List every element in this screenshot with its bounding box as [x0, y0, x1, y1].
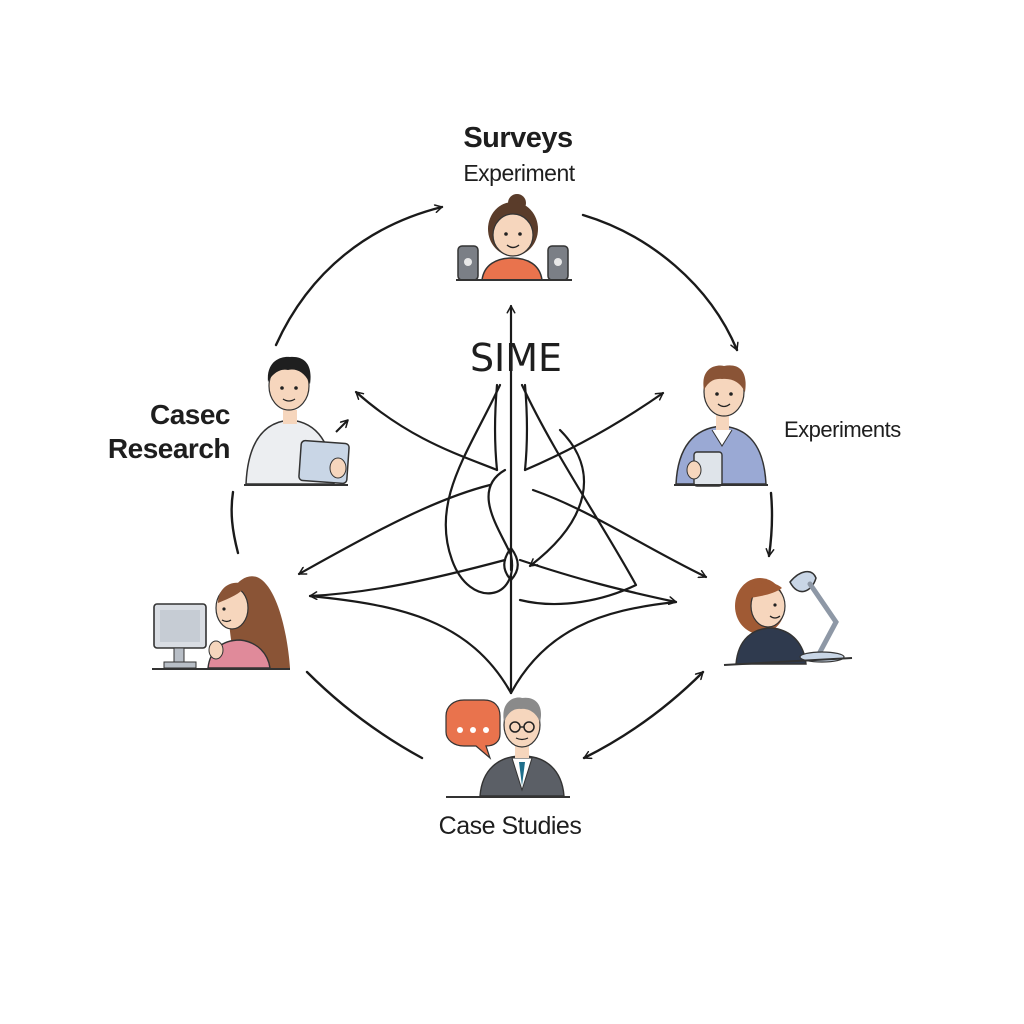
arrow-hub-upper-right — [523, 391, 665, 472]
arrow-hub-upper-left — [354, 390, 499, 472]
businessman-with-speech-bubble-icon — [445, 697, 570, 798]
hub-star-left — [308, 594, 513, 695]
arrow-hub-right-2 — [518, 558, 678, 606]
label-case-studies: Case Studies — [438, 812, 582, 840]
label-experiments: Experiments — [784, 417, 901, 442]
woman-with-lamp-icon — [723, 570, 853, 666]
woman-at-computer-icon — [152, 576, 290, 670]
man-with-tablet-icon — [244, 356, 350, 486]
hub-arrows — [297, 304, 708, 695]
man-with-phone-icon — [674, 365, 768, 487]
arrow-upperleft-to-top — [274, 204, 444, 347]
hub-loop-right — [518, 383, 638, 606]
label-casec: Casec — [149, 399, 231, 430]
hub-diamond — [503, 546, 519, 582]
label-research: Research — [107, 433, 231, 464]
label-experiment: Experiment — [463, 160, 575, 186]
arrow-lowerright-bottom-double — [582, 670, 705, 760]
arrow-top-to-upperright — [581, 213, 739, 352]
label-surveys: Surveys — [463, 122, 573, 154]
hub-stem-right — [523, 383, 528, 472]
hub-star-right — [509, 600, 678, 695]
label-casec-research: Casec Research — [100, 398, 231, 466]
arrow-hub-left-1 — [297, 483, 492, 576]
line-bottom-to-lowerleft — [305, 670, 424, 760]
line-lowerleft-to-upperleft — [230, 490, 240, 555]
arrow-upperright-to-lowerright — [765, 491, 775, 558]
hub-loop-left — [444, 383, 514, 595]
arrow-hub-left-2 — [308, 558, 507, 601]
arrow-hub-right-1 — [531, 488, 708, 579]
label-center-hub: SIME — [469, 336, 563, 380]
woman-at-desk-icon — [456, 194, 572, 281]
cycle-arrows — [230, 204, 775, 760]
hub-stem-left — [494, 383, 499, 472]
